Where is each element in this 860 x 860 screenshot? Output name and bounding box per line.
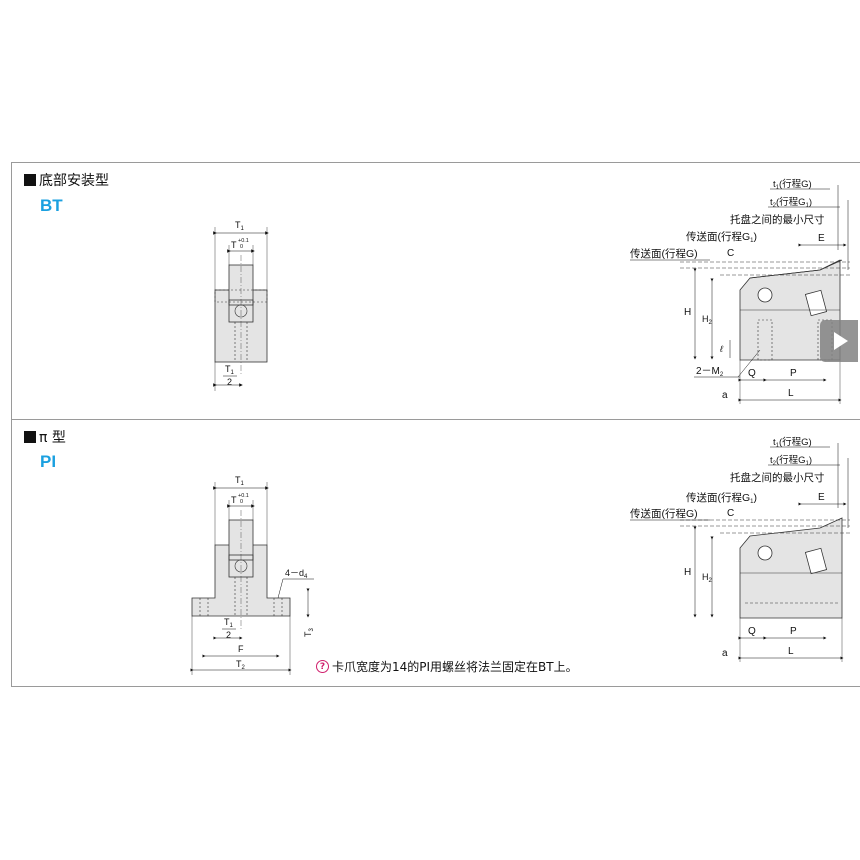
info-icon: ? <box>316 660 329 673</box>
svg-text:H: H <box>684 307 691 318</box>
pi-side-view: t1(行程G) t2(行程G1) 托盘之间的最小尺寸 传送面(行程G1) 传送面… <box>630 436 850 662</box>
svg-text:T3: T3 <box>303 628 315 638</box>
svg-text:托盘之间的最小尺寸: 托盘之间的最小尺寸 <box>730 213 825 226</box>
square-bullet-icon <box>24 174 36 186</box>
svg-text:+0.1: +0.1 <box>238 493 249 499</box>
svg-text:2－M2: 2－M2 <box>696 366 724 378</box>
svg-text:E: E <box>818 492 825 503</box>
pi-front-view: T1 T +0.1 0 4－d4 T3 T1 2 F T2 <box>190 475 315 675</box>
svg-text:4－d4: 4－d4 <box>285 568 308 580</box>
svg-text:L: L <box>788 646 794 657</box>
next-slide-button[interactable] <box>820 320 858 362</box>
square-bullet-icon <box>24 431 36 443</box>
model-code-bt: BT <box>40 196 63 215</box>
svg-text:0: 0 <box>240 499 243 505</box>
svg-text:T1: T1 <box>235 475 245 487</box>
pi-side-body <box>739 517 843 619</box>
section-title-bt: 底部安装型 <box>24 170 109 190</box>
bt-front-view: T1 T +0.1 0 T1 2 <box>213 220 269 391</box>
svg-text:H2: H2 <box>702 572 713 584</box>
svg-text:T: T <box>231 495 237 505</box>
svg-text:t1(行程G): t1(行程G) <box>773 178 812 191</box>
svg-text:T2: T2 <box>236 659 246 671</box>
svg-text:传送面(行程G1): 传送面(行程G1) <box>686 491 757 505</box>
svg-text:T1: T1 <box>225 364 235 376</box>
svg-text:Q: Q <box>748 368 756 379</box>
svg-text:C: C <box>727 508 734 519</box>
svg-text:2: 2 <box>226 630 231 640</box>
svg-text:a: a <box>722 390 728 401</box>
svg-text:a: a <box>722 648 728 659</box>
note-text: 卡爪宽度为14的PI用螺丝将法兰固定在BT上。 <box>332 660 578 674</box>
svg-text:F: F <box>238 644 244 654</box>
svg-text:Q: Q <box>748 626 756 637</box>
svg-text:t2(行程G1): t2(行程G1) <box>770 196 812 209</box>
svg-text:t1(行程G): t1(行程G) <box>773 436 812 449</box>
svg-text:传送面(行程G1): 传送面(行程G1) <box>686 230 757 244</box>
svg-text:L: L <box>788 388 794 399</box>
svg-text:T1: T1 <box>235 220 245 232</box>
svg-text:t2(行程G1): t2(行程G1) <box>770 454 812 467</box>
svg-text:H: H <box>684 567 691 578</box>
section-title-pi: π 型 <box>24 427 66 447</box>
svg-text:E: E <box>818 233 825 244</box>
section-divider <box>11 419 860 420</box>
svg-text:T1: T1 <box>224 617 234 629</box>
svg-text:H2: H2 <box>702 314 713 326</box>
svg-text:+0.1: +0.1 <box>238 238 249 244</box>
svg-text:T: T <box>231 240 237 250</box>
svg-text:0: 0 <box>240 244 243 250</box>
svg-text:托盘之间的最小尺寸: 托盘之间的最小尺寸 <box>730 471 825 484</box>
diagram-frame <box>11 162 860 687</box>
svg-text:P: P <box>790 368 797 379</box>
pi-flange-note: ? 卡爪宽度为14的PI用螺丝将法兰固定在BT上。 <box>316 658 578 675</box>
model-code-pi: PI <box>40 452 57 471</box>
play-icon <box>834 332 848 350</box>
svg-text:2: 2 <box>227 377 232 387</box>
svg-text:传送面(行程G): 传送面(行程G) <box>630 507 698 520</box>
svg-text:ℓ: ℓ <box>719 344 723 354</box>
bt-side-view: t1(行程G) t2(行程G1) 托盘之间的最小尺寸 传送面(行程G1) 传送面… <box>630 178 850 404</box>
svg-text:C: C <box>727 248 734 259</box>
svg-text:P: P <box>790 626 797 637</box>
svg-text:传送面(行程G): 传送面(行程G) <box>630 247 698 260</box>
